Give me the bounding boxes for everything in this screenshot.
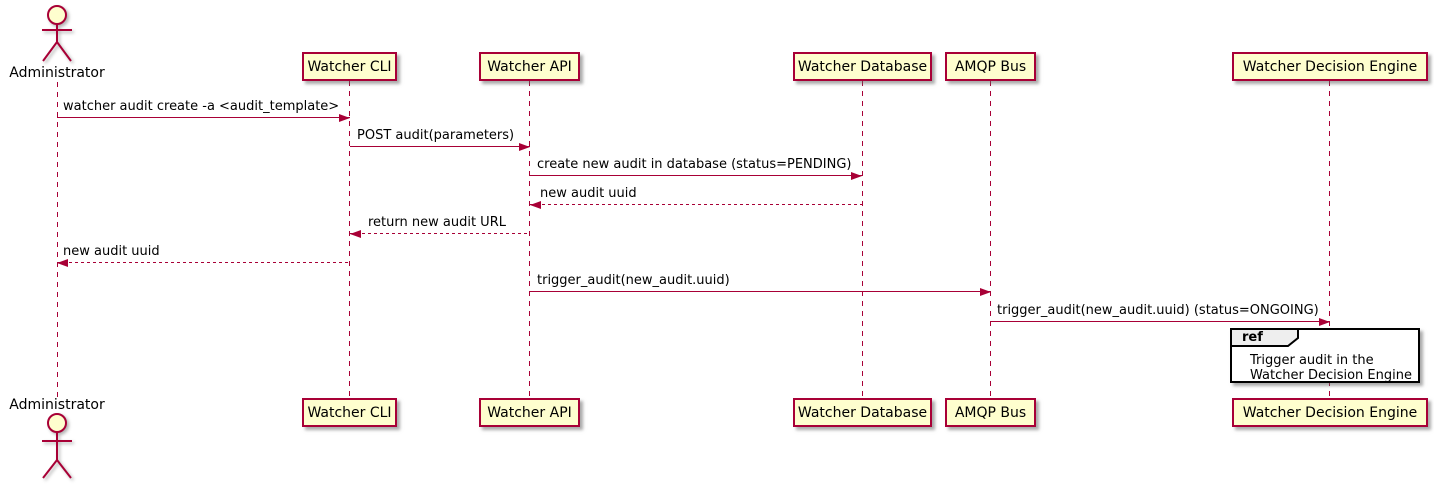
- participant-top-watcher-database: Watcher Database: [793, 52, 932, 81]
- message-4-line: [530, 204, 862, 205]
- actor-label-bottom: Administrator: [9, 397, 105, 413]
- participant-bottom-watcher-api: Watcher API: [479, 398, 580, 427]
- participant-bottom-watcher-database: Watcher Database: [793, 398, 932, 427]
- message-2-arrowhead: [519, 143, 530, 151]
- message-8-line: [991, 321, 1330, 322]
- participant-bottom-watcher-decision-engine: Watcher Decision Engine: [1232, 398, 1428, 427]
- message-5-arrowhead: [350, 230, 361, 238]
- lifeline-watcher-cli: [349, 81, 350, 398]
- message-8-label: trigger_audit(new_audit.uuid) (status=ON…: [997, 303, 1319, 318]
- message-3-arrowhead: [851, 172, 862, 180]
- message-7-arrowhead: [980, 288, 991, 296]
- participant-top-watcher-cli: Watcher CLI: [302, 52, 397, 81]
- actor-label-top: Administrator: [9, 65, 105, 81]
- message-6-line: [57, 262, 350, 263]
- message-7-label: trigger_audit(new_audit.uuid): [537, 273, 730, 288]
- message-1-label: watcher audit create -a <audit_template>: [63, 99, 340, 114]
- message-1-line: [57, 117, 350, 118]
- participant-top-watcher-decision-engine: Watcher Decision Engine: [1232, 52, 1428, 81]
- ref-text-line-2: Watcher Decision Engine: [1250, 368, 1412, 383]
- message-5-line: [350, 233, 530, 234]
- message-6-label: new audit uuid: [63, 244, 160, 259]
- lifeline-watcher-database: [862, 81, 863, 398]
- participant-top-watcher-api: Watcher API: [479, 52, 580, 81]
- actor-icon-bottom: [42, 413, 72, 479]
- message-8-arrowhead: [1319, 318, 1330, 326]
- message-4-arrowhead: [530, 201, 541, 209]
- message-2-line: [350, 146, 530, 147]
- lifeline-administrator: [57, 82, 58, 398]
- ref-header-shape: [1230, 328, 1299, 347]
- message-6-arrowhead: [57, 259, 68, 267]
- message-7-line: [530, 291, 991, 292]
- ref-fragment: ref Trigger audit in the Watcher Decisio…: [1230, 328, 1420, 383]
- message-2-label: POST audit(parameters): [357, 128, 515, 143]
- actor-icon-top: [42, 5, 72, 62]
- message-3-line: [530, 175, 862, 176]
- ref-keyword: ref: [1242, 330, 1263, 345]
- lifeline-watcher-api: [529, 81, 530, 398]
- participant-bottom-amqp-bus: AMQP Bus: [945, 398, 1036, 427]
- lifeline-amqp-bus: [990, 81, 991, 398]
- message-3-label: create new audit in database (status=PEN…: [537, 157, 852, 172]
- message-5-label: return new audit URL: [368, 215, 506, 230]
- participant-top-amqp-bus: AMQP Bus: [945, 52, 1036, 81]
- message-4-label: new audit uuid: [540, 186, 637, 201]
- message-1-arrowhead: [339, 114, 350, 122]
- lifeline-watcher-decision-engine: [1329, 81, 1330, 398]
- ref-text-line-1: Trigger audit in the: [1250, 353, 1374, 368]
- participant-bottom-watcher-cli: Watcher CLI: [302, 398, 397, 427]
